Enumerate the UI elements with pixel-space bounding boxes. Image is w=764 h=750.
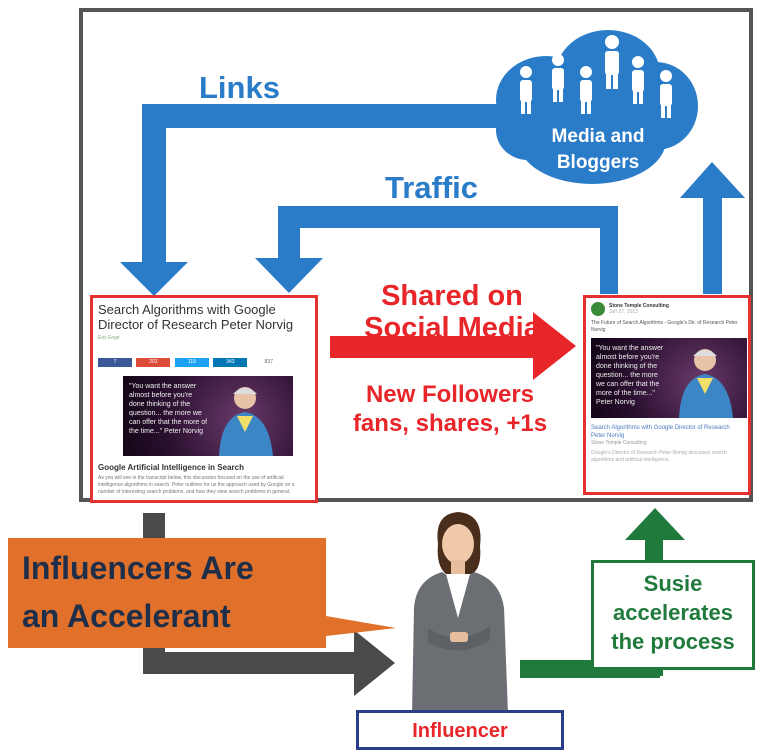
accelerant-callout-shape bbox=[8, 538, 396, 648]
links-label: Links bbox=[199, 70, 280, 105]
post-speaker-figure bbox=[679, 349, 733, 418]
article-video-still[interactable]: "You want the answer almost before you'r… bbox=[123, 376, 293, 456]
social-post-panel: Stone Temple Consulting Jun 27, 2013 The… bbox=[583, 295, 751, 495]
post-link-source: Stone Temple Consulting bbox=[591, 440, 647, 446]
businesswoman-figure bbox=[412, 512, 508, 714]
accelerant-callout-text: Influencers Are an Accelerant bbox=[22, 544, 254, 640]
facebook-share-count[interactable]: 7 bbox=[98, 358, 132, 367]
speaker-figure bbox=[219, 387, 273, 456]
traffic-label: Traffic bbox=[385, 170, 479, 205]
post-link-snippet: Google's Director of Research Peter Norv… bbox=[591, 450, 727, 463]
google-plus-share-count[interactable]: 202 bbox=[136, 358, 171, 367]
followers-label: New Followers fans, shares, +1s bbox=[325, 380, 575, 438]
cloud-label-line2: Bloggers bbox=[557, 152, 639, 173]
followers-label-line2: fans, shares, +1s bbox=[352, 410, 548, 437]
total-shares: 837 bbox=[251, 358, 286, 367]
post-date: Jun 27, 2013 bbox=[609, 308, 638, 315]
shared-arrow bbox=[330, 312, 576, 380]
susie-box: Susie accelerates the process bbox=[591, 560, 755, 670]
shared-label-line2: Social Media bbox=[364, 312, 540, 344]
followers-label-line1: New Followers bbox=[365, 381, 535, 408]
accelerant-line1: Influencers Are bbox=[22, 550, 254, 586]
article-title: Search Algorithms with Google Director o… bbox=[98, 302, 294, 332]
shared-label-line1: Shared on bbox=[381, 280, 523, 312]
account-avatar bbox=[591, 302, 605, 316]
article-panel: Search Algorithms with Google Director o… bbox=[90, 295, 318, 503]
linkedin-share-count[interactable]: 343 bbox=[213, 358, 248, 367]
links-arrow bbox=[120, 104, 500, 296]
shared-label: Shared on Social Media bbox=[330, 280, 574, 344]
post-account-name[interactable]: Stone Temple Consulting bbox=[609, 302, 669, 309]
post-link-title[interactable]: Search Algorithms with Google Director o… bbox=[591, 425, 730, 439]
diagram-frame bbox=[79, 8, 753, 502]
up-to-cloud-arrow bbox=[680, 162, 745, 294]
people-cloud-icon: Media and Bloggers bbox=[496, 30, 698, 184]
traffic-arrow bbox=[255, 206, 618, 294]
post-slide-quote: "You want the answer almost before you'r… bbox=[596, 345, 664, 406]
influencer-label: Influencer bbox=[356, 710, 564, 750]
susie-line1: Susie bbox=[643, 571, 703, 596]
article-section-heading: Google Artificial Intelligence in Search bbox=[98, 463, 244, 472]
susie-line3: the process bbox=[611, 629, 735, 654]
susie-line2: accelerates bbox=[613, 600, 733, 625]
cloud-label-line1: Media and bbox=[552, 126, 645, 147]
article-body-text: As you will see in the transcript below,… bbox=[98, 475, 295, 495]
accelerant-line2: an Accelerant bbox=[22, 598, 231, 634]
slide-quote: "You want the answer almost before you'r… bbox=[129, 383, 208, 435]
twitter-share-count[interactable]: 119 bbox=[174, 358, 209, 367]
share-bar: 7 202 119 343 837 bbox=[98, 350, 310, 368]
article-byline: Eric Enge bbox=[98, 335, 120, 341]
post-video-still[interactable]: "You want the answer almost before you'r… bbox=[591, 338, 747, 418]
post-text: The Future of Search Algorithms - Google… bbox=[591, 320, 738, 333]
